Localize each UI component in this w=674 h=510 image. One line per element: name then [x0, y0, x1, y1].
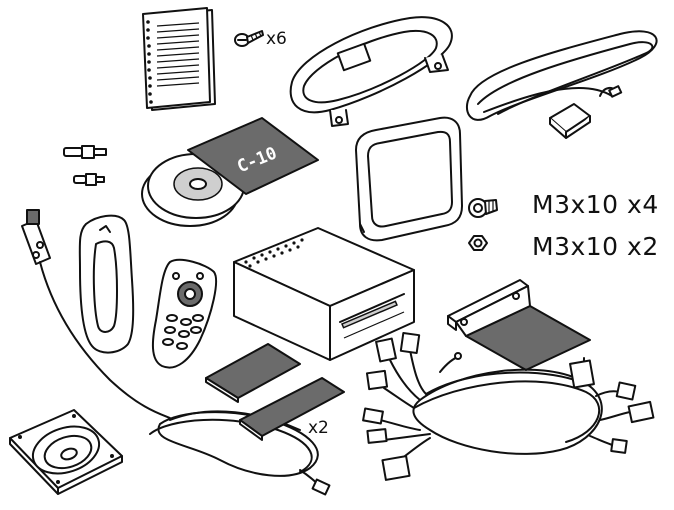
- screws-count-label: x6: [266, 29, 287, 49]
- screw-icon: [234, 30, 264, 47]
- adhesive-pad-square-icon: [205, 343, 301, 403]
- pads-count-label: x2: [308, 418, 329, 438]
- monitor-screen-icon: [355, 116, 463, 242]
- wiring-harness-icon: [362, 331, 655, 481]
- mounting-plate-icon: [447, 279, 591, 371]
- remote-holder-icon: [78, 214, 135, 354]
- standoff-spacers-icon: [63, 145, 107, 186]
- cd-discs-icon: C-10: [141, 117, 319, 227]
- speaker-cable-icon: [149, 410, 331, 496]
- dvd-player-unit-icon: [233, 227, 415, 361]
- bolt-icon: [468, 198, 498, 218]
- manual-booklet-icon: [142, 7, 216, 111]
- bolt-spec-label: M3x10 x4: [532, 190, 659, 219]
- roof-mount-bracket-icon: [289, 16, 453, 127]
- remote-control-icon: [151, 258, 218, 369]
- nut-icon: [468, 235, 488, 251]
- ir-sensor-icon: [21, 209, 171, 419]
- nut-spec-label: M3x10 x2: [532, 232, 659, 261]
- gps-antenna-icon: [465, 30, 658, 139]
- speaker-icon: [9, 409, 123, 495]
- adhesive-pad-strip-icon: [239, 377, 345, 441]
